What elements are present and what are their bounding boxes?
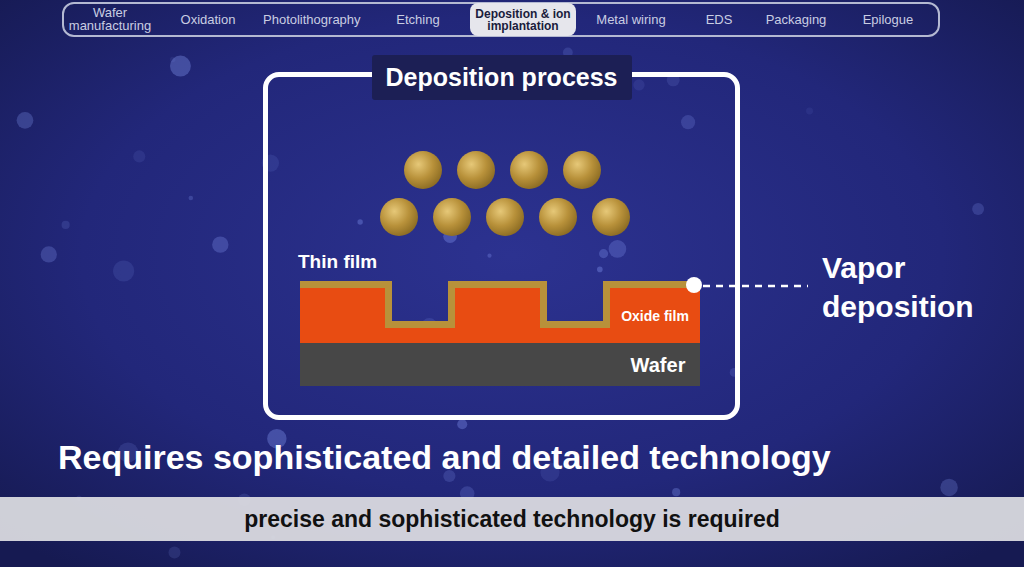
bokeh-dot	[113, 260, 134, 281]
bokeh-dot	[681, 115, 695, 129]
subtitle-band: precise and sophisticated technology is …	[0, 497, 1024, 541]
nav-item: EDS	[671, 13, 767, 26]
bokeh-dot	[170, 56, 191, 77]
bokeh-dot	[133, 150, 145, 162]
headline: Requires sophisticated and detailed tech…	[58, 438, 831, 477]
panel-heading: Deposition process	[372, 55, 632, 100]
bokeh-dot	[17, 112, 34, 129]
bokeh-dot	[357, 219, 362, 224]
vapor-particle	[433, 198, 471, 236]
bokeh-dot	[62, 221, 70, 229]
active-nav-tab: Deposition & ion implantation	[470, 3, 576, 36]
leader-line	[703, 285, 808, 288]
bokeh-dot	[633, 79, 644, 90]
vapor-particle	[539, 198, 577, 236]
leader-dot	[686, 277, 702, 293]
vapor-particle	[457, 151, 495, 189]
oxide-film-layer	[300, 288, 700, 343]
nav-item: Photolithography	[263, 13, 359, 26]
bokeh-dot	[457, 419, 467, 429]
nav-item: Wafer manufacturing	[62, 6, 158, 32]
bokeh-dot	[940, 479, 957, 496]
bokeh-dot	[189, 196, 194, 201]
layer-label: Wafer	[631, 354, 686, 377]
bokeh-dot	[806, 108, 813, 115]
vapor-particle	[404, 151, 442, 189]
layer-label: Thin film	[298, 251, 377, 273]
layer-label: Oxide film	[621, 308, 689, 324]
bokeh-dot	[672, 488, 680, 496]
vapor-particle	[592, 198, 630, 236]
vapor-particle	[380, 198, 418, 236]
vapor-particle	[510, 151, 548, 189]
bokeh-dot	[168, 547, 180, 559]
vapor-particle	[486, 198, 524, 236]
nav-item: Oxidation	[160, 13, 256, 26]
bokeh-dot	[597, 267, 603, 273]
nav-item: Epilogue	[840, 13, 936, 26]
bokeh-dot	[170, 57, 175, 62]
bokeh-dot	[487, 254, 491, 258]
nav-item: Metal wiring	[583, 13, 679, 26]
nav-item: Packaging	[748, 13, 844, 26]
subtitle-text: precise and sophisticated technology is …	[244, 506, 780, 533]
bokeh-dot	[972, 203, 984, 215]
nav-item-active: Deposition & ion implantation	[470, 8, 576, 32]
callout-label: Vapor deposition	[822, 248, 1012, 326]
bokeh-dot	[599, 249, 608, 258]
bokeh-dot	[41, 246, 57, 262]
bokeh-dot	[212, 236, 228, 252]
vapor-particles	[380, 151, 630, 236]
vapor-particle	[563, 151, 601, 189]
bokeh-dot	[609, 240, 627, 258]
nav-item: Etching	[370, 13, 466, 26]
wafer-layer	[300, 343, 700, 386]
navigation-bar: Deposition & ion implantation Wafer manuf…	[62, 2, 940, 37]
